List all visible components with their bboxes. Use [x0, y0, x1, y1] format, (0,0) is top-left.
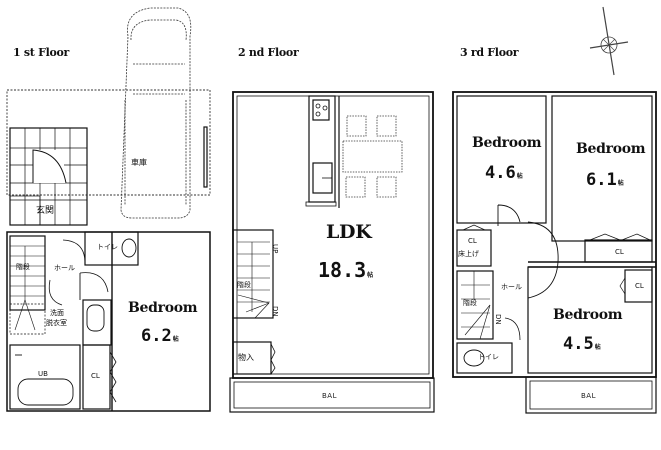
bedroom-1f-name: Bedroom — [128, 300, 198, 316]
tatami-unit: 帖 — [617, 180, 624, 187]
bedroom-3f-a-size: 4.6帖 — [485, 163, 523, 183]
tatami-unit: 帖 — [516, 173, 523, 180]
stairs-up-label: UP — [271, 244, 279, 254]
bedroom-1f-size: 6.2帖 — [141, 326, 179, 346]
balcony-label-3f: BAL — [581, 392, 596, 400]
bedroom-3f-a-size-value: 4.6 — [485, 163, 516, 183]
stairs-label-2f: 階段 — [237, 281, 251, 289]
floor-2-plan — [229, 91, 435, 413]
raised-floor-label: 床上げ — [458, 250, 479, 258]
entrance-label: 玄関 — [36, 206, 55, 216]
hall-label-1f: ホール — [54, 264, 75, 272]
garage-label: 車庫 — [131, 158, 147, 167]
bedroom-3f-b-name: Bedroom — [576, 141, 646, 157]
car-outline-icon — [120, 7, 192, 219]
toilet-label-1f: トイレ — [97, 243, 118, 251]
closet-b-label: CL — [615, 248, 624, 256]
floor-1-label: 1 st Floor — [13, 46, 70, 59]
floor-3-plan — [452, 91, 657, 414]
hall-label-3f: ホール — [501, 283, 522, 291]
closet-label-1f: CL — [91, 372, 100, 380]
stairs-down-label-3f: DN — [494, 314, 502, 325]
washroom-label-line2: 脱衣室 — [46, 319, 67, 327]
bedroom-1f-size-value: 6.2 — [141, 326, 172, 346]
storage-label: 物入 — [238, 353, 254, 362]
washroom-label-line1: 洗面 — [50, 309, 64, 317]
bedroom-3f-c-size: 4.5帖 — [563, 334, 601, 354]
bedroom-3f-c-size-value: 4.5 — [563, 334, 594, 354]
stairs-label-1f: 階段 — [16, 263, 30, 271]
closet-c-label: CL — [635, 282, 644, 290]
floor-1-plan — [6, 7, 211, 412]
closet-raised-label: CL — [468, 237, 477, 245]
stairs-down-label: DN — [271, 306, 279, 317]
bedroom-3f-a-name: Bedroom — [472, 135, 542, 151]
compass-rose-icon — [589, 6, 629, 76]
tatami-unit: 帖 — [594, 344, 601, 351]
ldk-name: LDK — [326, 221, 372, 243]
toilet-label-3f: トイレ — [478, 353, 499, 361]
bedroom-3f-b-size-value: 6.1 — [586, 170, 617, 190]
tatami-unit: 帖 — [172, 336, 179, 343]
bath-label: UB — [38, 370, 48, 378]
bedroom-3f-b-size: 6.1帖 — [586, 170, 624, 190]
stairs-label-3f: 階段 — [463, 299, 477, 307]
ldk-size-value: 18.3 — [318, 258, 367, 282]
bedroom-3f-c-name: Bedroom — [553, 307, 623, 323]
balcony-label-2f: BAL — [322, 392, 337, 400]
floor-3-label: 3 rd Floor — [460, 46, 519, 59]
tatami-unit: 帖 — [367, 272, 374, 279]
ldk-size: 18.3帖 — [318, 258, 373, 282]
floor-2-label: 2 nd Floor — [238, 46, 299, 59]
